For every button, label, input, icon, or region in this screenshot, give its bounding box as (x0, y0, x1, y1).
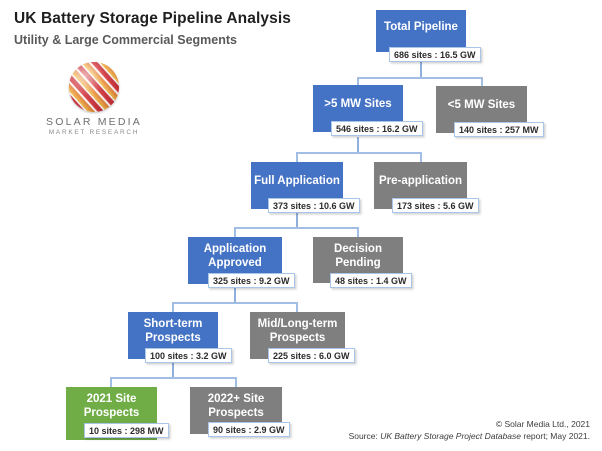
connector-approved-stub (234, 287, 236, 302)
stat-short-term-prospects: 100 sites : 3.2 GW (145, 348, 232, 363)
connector-short-stub (172, 362, 174, 377)
connector-gt5-rail (297, 152, 421, 154)
flow-node-2021-site-prospects: 2021 Site Prospects (66, 387, 157, 440)
stat-2021-site-prospects: 10 sites : 298 MW (84, 423, 169, 438)
source-prefix: Source: (348, 430, 381, 441)
connector-fullapp-stub (296, 212, 298, 227)
connector-approved-drop-right (296, 302, 298, 312)
solar-media-sphere-icon (69, 62, 119, 112)
page-title: UK Battery Storage Pipeline Analysis (14, 10, 291, 27)
stat-pre-application: 173 sites : 5.6 GW (392, 198, 479, 213)
connector-short-drop-left (110, 377, 112, 387)
connector-fullapp-rail (235, 227, 358, 229)
stat-lt5mw-sites: 140 sites : 257 MW (454, 122, 544, 137)
solar-media-logo: SOLAR MEDIA MARKET RESEARCH (38, 62, 150, 136)
stat-gt5mw-sites: 546 sites : 16.2 GW (331, 121, 423, 136)
source-suffix: report; May 2021. (521, 430, 590, 441)
flow-node-total-pipeline: Total Pipeline (376, 10, 466, 52)
stat-2022-site-prospects: 90 sites : 2.9 GW (208, 422, 290, 437)
connector-approved-drop-left (172, 302, 174, 312)
connector-total-rail (358, 77, 482, 79)
connector-total-stub (420, 62, 422, 77)
source-line: Source: UK Battery Storage Project Datab… (349, 431, 590, 443)
connector-gt5-drop-left (296, 152, 298, 162)
connector-total-drop-right (481, 77, 483, 86)
stat-full-application: 373 sites : 10.6 GW (268, 198, 360, 213)
connector-fullapp-drop-left (234, 227, 236, 237)
connector-short-rail (111, 377, 236, 379)
copyright-line: © Solar Media Ltd., 2021 (495, 419, 590, 429)
stat-total-pipeline: 686 sites : 16.5 GW (389, 47, 481, 62)
connector-gt5-stub (357, 137, 359, 152)
connector-short-drop-right (235, 377, 237, 387)
connector-total-drop-left (357, 77, 359, 86)
stat-application-approved: 325 sites : 9.2 GW (208, 273, 295, 288)
stat-mid-long-prospects: 225 sites : 6.0 GW (268, 348, 355, 363)
page-subtitle: Utility & Large Commercial Segments (14, 33, 237, 47)
stat-decision-pending: 48 sites : 1.4 GW (330, 273, 412, 288)
connector-gt5-drop-right (420, 152, 422, 162)
footer: © Solar Media Ltd., 2021 Source: UK Batt… (349, 419, 590, 442)
connector-fullapp-drop-right (357, 227, 359, 237)
logo-brand-text: SOLAR MEDIA (46, 116, 142, 128)
logo-tagline-text: MARKET RESEARCH (48, 129, 140, 136)
source-title: UK Battery Storage Project Database (380, 430, 522, 441)
connector-approved-rail (173, 302, 297, 304)
